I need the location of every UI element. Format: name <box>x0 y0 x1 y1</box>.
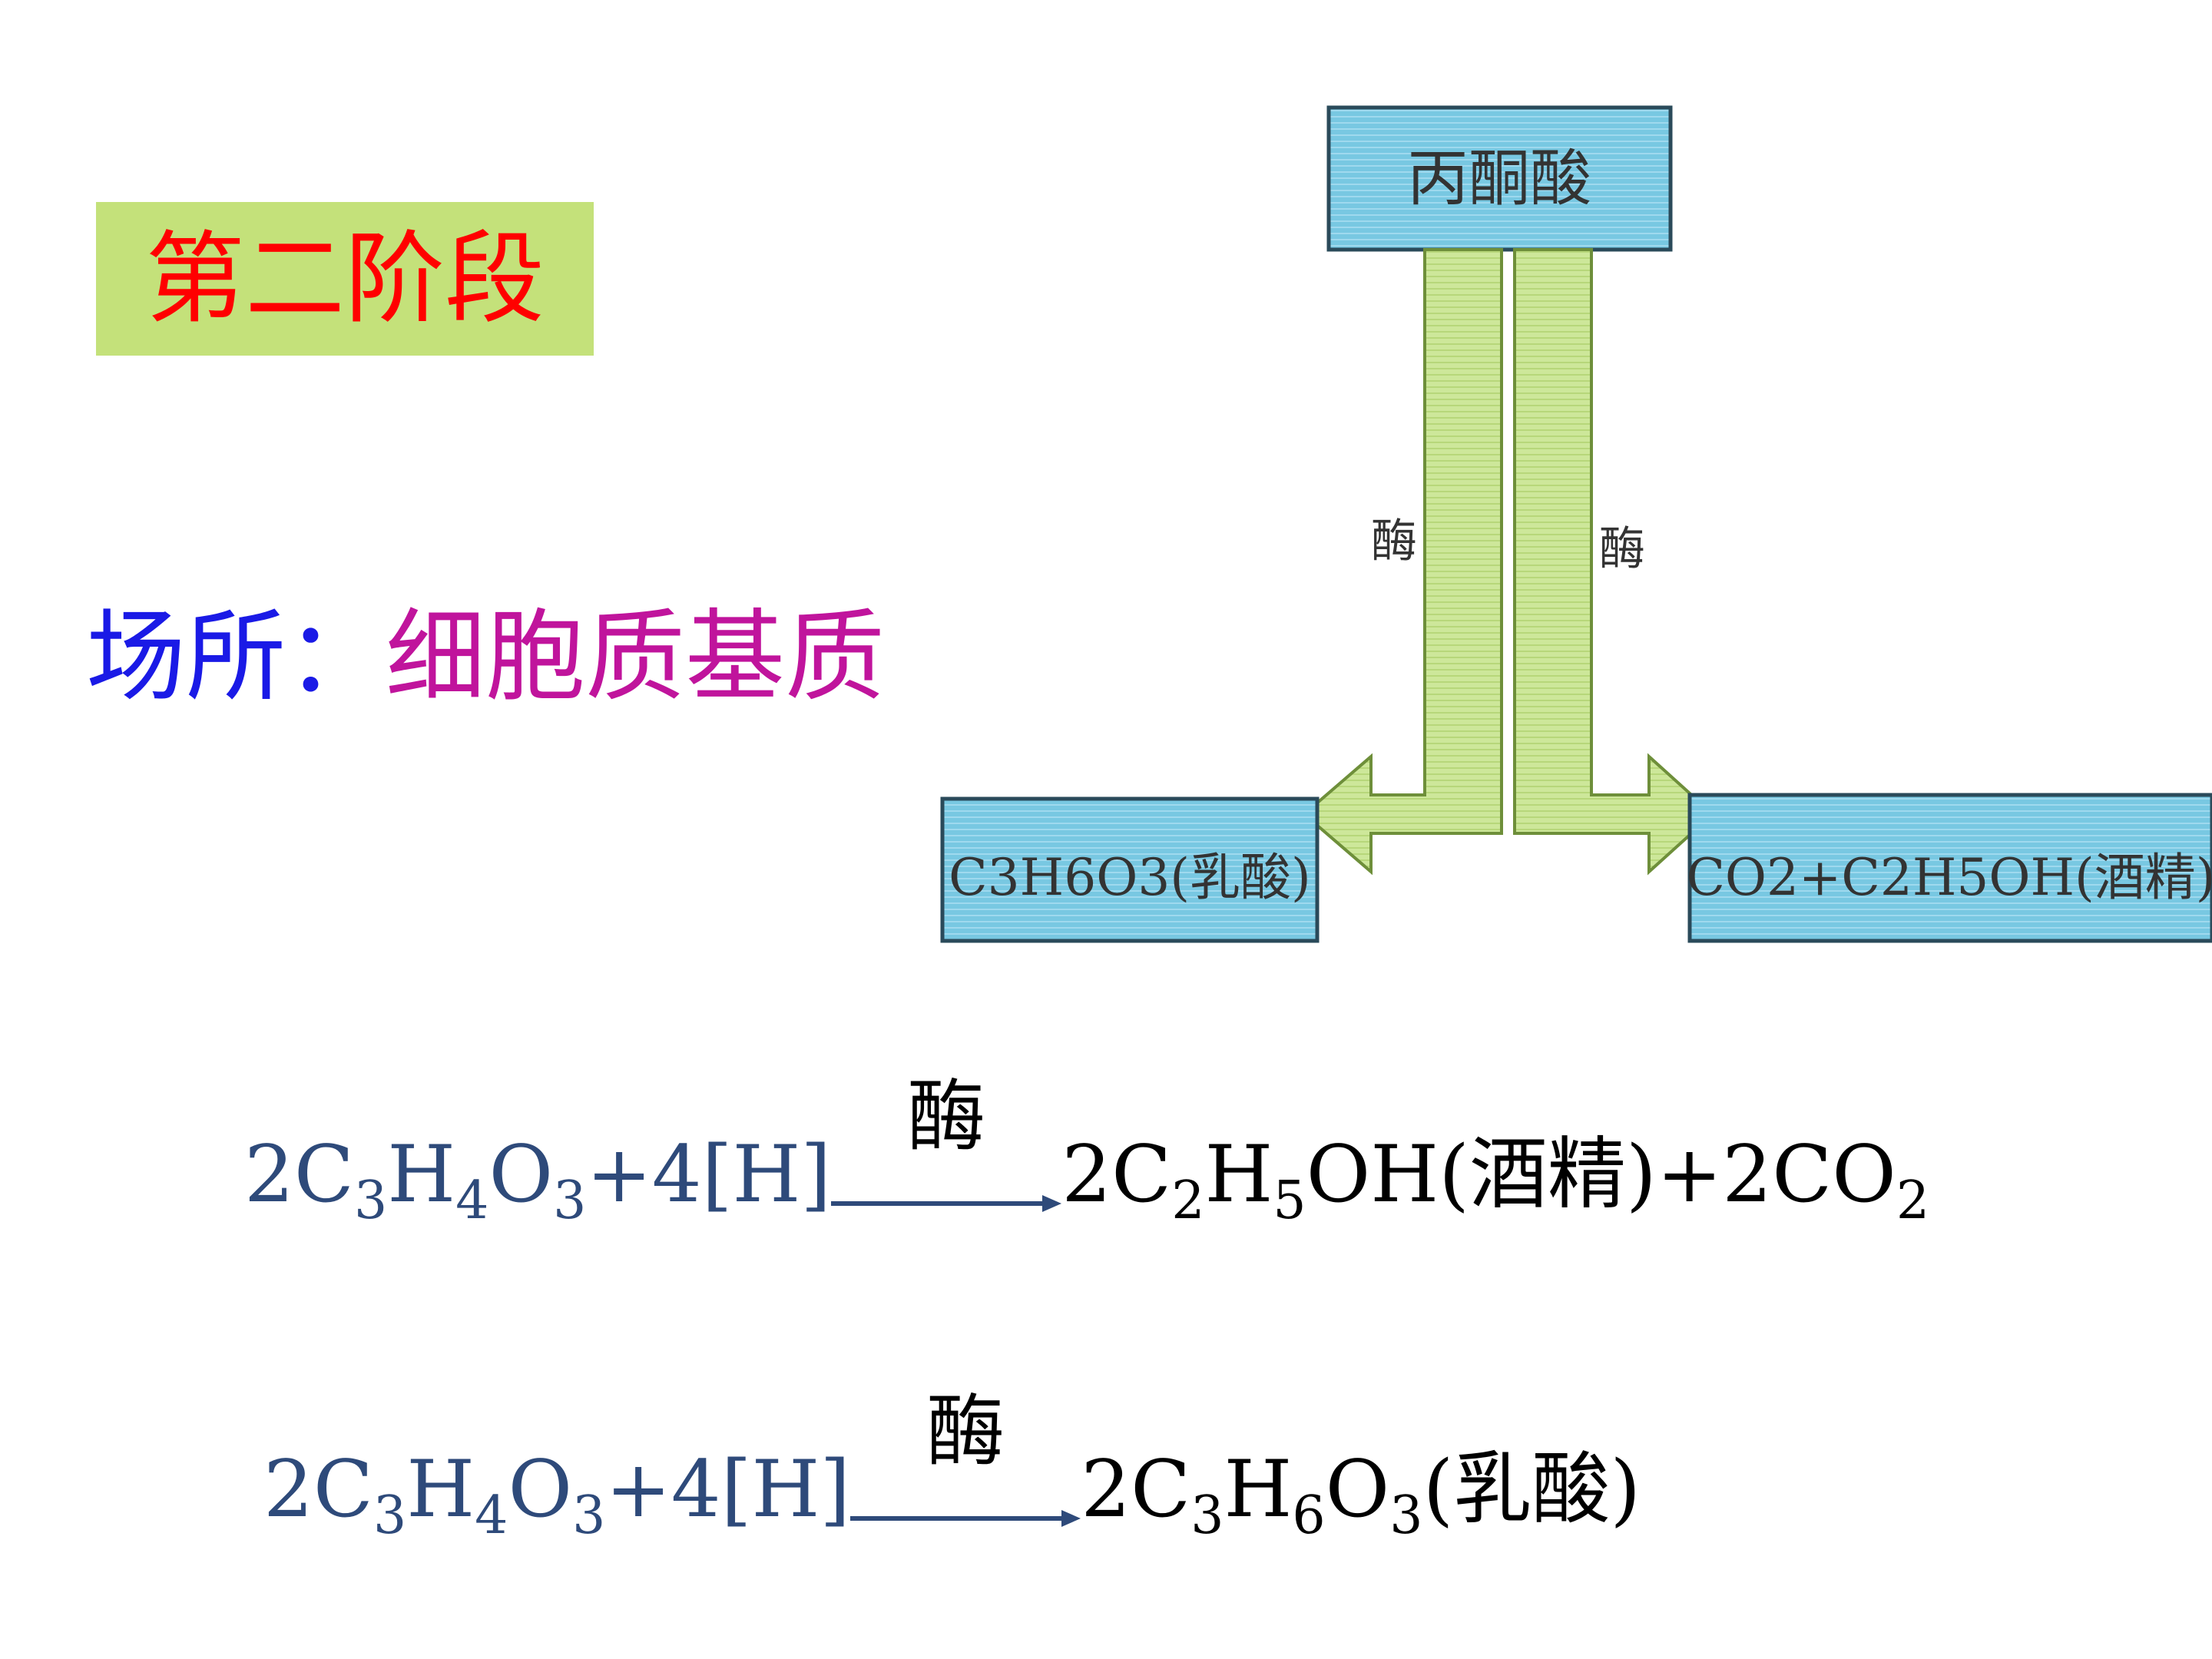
equation-1-enzyme: 酶 <box>907 1071 986 1163</box>
enzyme-label-left: 酶 <box>1371 515 1417 568</box>
equation-2-arrow: 酶 <box>850 1386 1081 1559</box>
equation-1: 2C3H4O3+4[H] 酶 2C2H5OH(酒精)+2CO2 <box>244 1071 1930 1244</box>
equation-1-arrow: 酶 <box>831 1071 1062 1244</box>
equation-1-reactants: 2C3H4O3+4[H] <box>244 1129 832 1231</box>
pyruvate-diagram: 丙酮酸 酶 酶 C3H6O3(乳酸) CO2+C2H5OH(酒精) <box>937 104 2212 949</box>
enzyme-label-right: 酶 <box>1599 522 1645 576</box>
stage-title: 第二阶段 <box>96 202 594 356</box>
top-box-label: 丙酮酸 <box>1407 143 1591 214</box>
location-value: 细胞质基质 <box>386 598 886 715</box>
equation-2: 2C3H4O3+4[H] 酶 2C3H6O3(乳酸) <box>263 1386 1641 1559</box>
arrow-icon <box>850 1510 1081 1527</box>
left-product-box: C3H6O3(乳酸) <box>940 796 1320 943</box>
location-line: 场所：细胞质基质 <box>86 591 885 722</box>
equation-2-enzyme: 酶 <box>926 1386 1005 1478</box>
location-label: 场所： <box>86 598 386 715</box>
arrow-icon <box>831 1195 1062 1212</box>
right-pipe <box>1513 248 1715 876</box>
left-pipe <box>1301 248 1503 876</box>
left-product-label: C3H6O3(乳酸) <box>949 848 1311 907</box>
equation-2-products: 2C3H6O3(乳酸) <box>1081 1444 1641 1546</box>
equation-2-reactants: 2C3H4O3+4[H] <box>263 1444 851 1546</box>
right-product-box: CO2+C2H5OH(酒精) <box>1686 793 2212 943</box>
right-product-label: CO2+C2H5OH(酒精) <box>1686 848 2212 907</box>
equation-1-products: 2C2H5OH(酒精)+2CO2 <box>1061 1129 1930 1231</box>
top-box: 丙酮酸 <box>1326 105 1673 252</box>
